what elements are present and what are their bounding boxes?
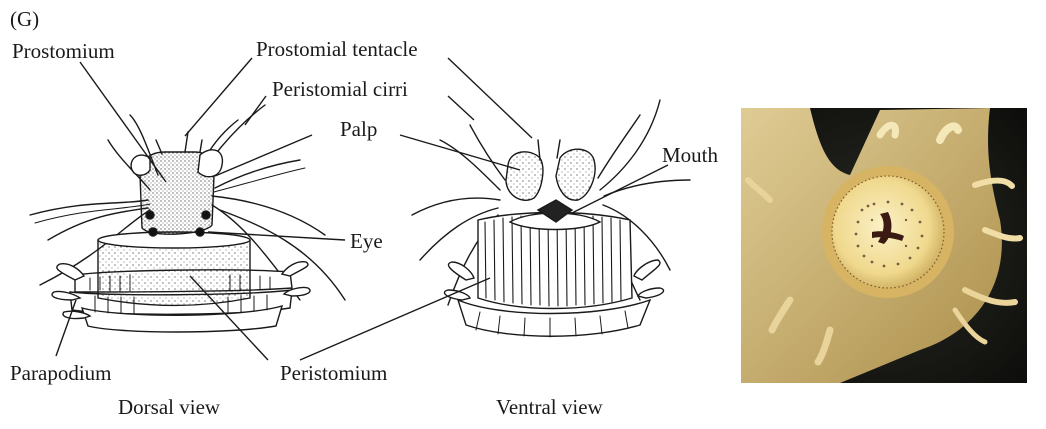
label-parapodium: Parapodium bbox=[10, 361, 111, 385]
label-eye: Eye bbox=[350, 229, 383, 253]
caption-ventral-view: Ventral view bbox=[496, 395, 604, 419]
label-palp: Palp bbox=[340, 117, 377, 141]
label-peristomium: Peristomium bbox=[280, 361, 387, 385]
panel-letter: (G) bbox=[10, 7, 39, 31]
caption-dorsal-view: Dorsal view bbox=[118, 395, 221, 419]
label-prostomium: Prostomium bbox=[12, 39, 115, 63]
dorsal-view-drawing bbox=[30, 105, 345, 332]
label-peristomial-cirri: Peristomial cirri bbox=[272, 77, 408, 101]
specimen-photo bbox=[741, 108, 1027, 383]
ventral-view-drawing bbox=[412, 100, 690, 337]
label-prostomial-tentacle: Prostomial tentacle bbox=[256, 37, 418, 61]
label-mouth: Mouth bbox=[662, 143, 719, 167]
